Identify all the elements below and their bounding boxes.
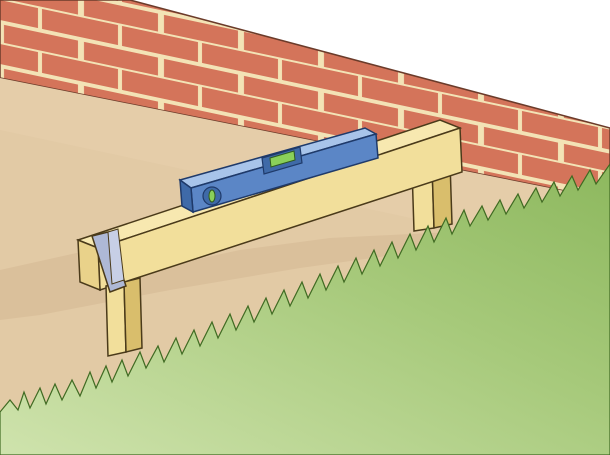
grass: [0, 162, 610, 455]
spirit-level: [178, 127, 379, 214]
level-end-vial: [202, 186, 222, 206]
level-bubble-vial: [261, 146, 303, 175]
beam-strap: [91, 228, 127, 293]
